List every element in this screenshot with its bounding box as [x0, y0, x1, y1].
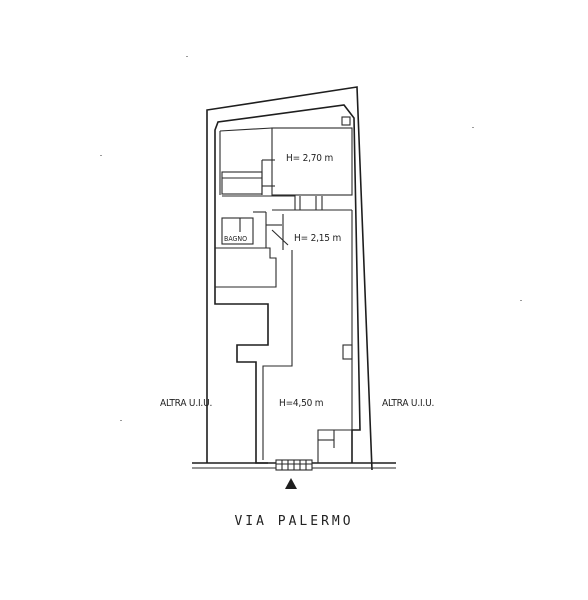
bathroom [221, 217, 254, 245]
upper-closet [221, 171, 263, 195]
shop-room-height-label: H=4,50 m [279, 398, 324, 409]
corridor [222, 195, 352, 211]
scan-speck [472, 127, 474, 128]
neighbor-right-label: ALTRA U.I.U. [382, 398, 435, 409]
scan-speck [186, 56, 188, 57]
upper-room-height-label: H= 2,70 m [286, 153, 334, 164]
middle-room-height-label: H= 2,15 m [294, 233, 342, 244]
street-name: VIA PALERMO [234, 514, 354, 529]
upper-room [271, 127, 353, 196]
shop-boundary [262, 250, 293, 460]
shop-nook [317, 429, 352, 463]
scan-speck [100, 155, 102, 156]
neighbor-left-label: ALTRA U.I.U. [160, 398, 213, 409]
scan-speck [120, 420, 122, 421]
storage-room [215, 247, 277, 288]
inner-wall-left [214, 104, 361, 464]
outer-wall [206, 86, 373, 471]
scan-speck [520, 300, 522, 301]
entrance-arrow [285, 478, 297, 489]
bathroom-label: BAGNO [224, 235, 248, 243]
